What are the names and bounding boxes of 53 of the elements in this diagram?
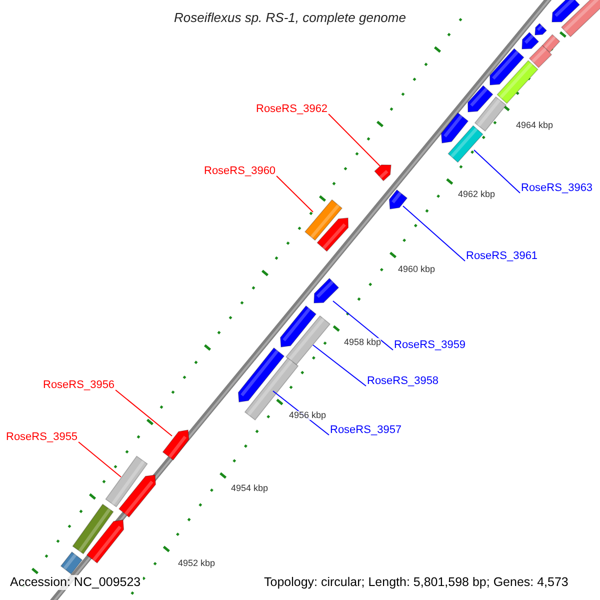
pointed-gene-block: [374, 164, 392, 182]
pointed-gene-block: [388, 189, 408, 210]
accession-text: Accession: NC_009523: [8, 575, 143, 590]
gene-label: RoseRS_3963: [521, 183, 593, 194]
leader-line: [276, 176, 314, 212]
tick-label: 4964 kbp: [516, 121, 554, 130]
pointed-gene-block: [280, 305, 317, 348]
gene-label: RoseRS_3956: [43, 380, 115, 391]
gene-block: [448, 125, 484, 163]
pointed-gene-block: [522, 32, 540, 50]
gene-block: [285, 315, 331, 366]
gene-block: [72, 504, 114, 554]
leader-line: [474, 150, 520, 194]
pointed-gene-block: [552, 0, 580, 22]
summary-text: Topology: circular; Length: 5,801,598 bp; Genes: 4,573: [262, 575, 570, 590]
tick-label: 4954 kbp: [231, 484, 268, 493]
tick-label: 4952 kbp: [178, 559, 216, 568]
pointed-gene-block: [86, 520, 124, 564]
gene-label: RoseRS_3961: [466, 251, 538, 262]
gene-block: [496, 60, 538, 104]
leader-line: [78, 442, 122, 478]
title: Roseiflexus sp. RS-1, complete genome: [173, 11, 407, 24]
gene-label: RoseRS_3959: [394, 340, 466, 351]
gene-label: RoseRS_3957: [330, 425, 402, 436]
pointed-gene-block: [440, 112, 469, 144]
gene-block: [304, 199, 343, 241]
gene-block: [105, 456, 148, 508]
tick-label: 4960 kbp: [398, 265, 436, 274]
leader-line: [332, 300, 394, 350]
gene-block: [528, 44, 552, 68]
gene-label: RoseRS_3955: [6, 432, 78, 443]
gene-block: [474, 96, 507, 132]
pointed-gene-block: [314, 278, 340, 304]
gene-label: RoseRS_3960: [204, 166, 276, 177]
pointed-gene-block: [316, 218, 349, 252]
leader-line: [115, 390, 172, 436]
gene-block: [60, 551, 83, 575]
gene-block: [560, 0, 600, 38]
gene-label: RoseRS_3962: [256, 104, 328, 115]
pointed-gene-block: [490, 48, 524, 86]
pointed-gene-block: [534, 22, 548, 36]
gene-label: RoseRS_3958: [367, 376, 439, 387]
pointed-gene-block: [118, 474, 156, 518]
leader-line: [402, 206, 466, 262]
tick-label: 4958 kbp: [344, 338, 382, 347]
tick-label: 4962 kbp: [458, 190, 496, 199]
tick-label: 4956 kbp: [289, 411, 326, 420]
pointed-gene-block: [162, 430, 190, 461]
pointed-gene-block: [238, 347, 285, 402]
gene-block: [542, 34, 560, 53]
pointed-gene-block: [468, 85, 494, 112]
leader-line: [328, 114, 382, 168]
leader-line: [312, 344, 366, 386]
